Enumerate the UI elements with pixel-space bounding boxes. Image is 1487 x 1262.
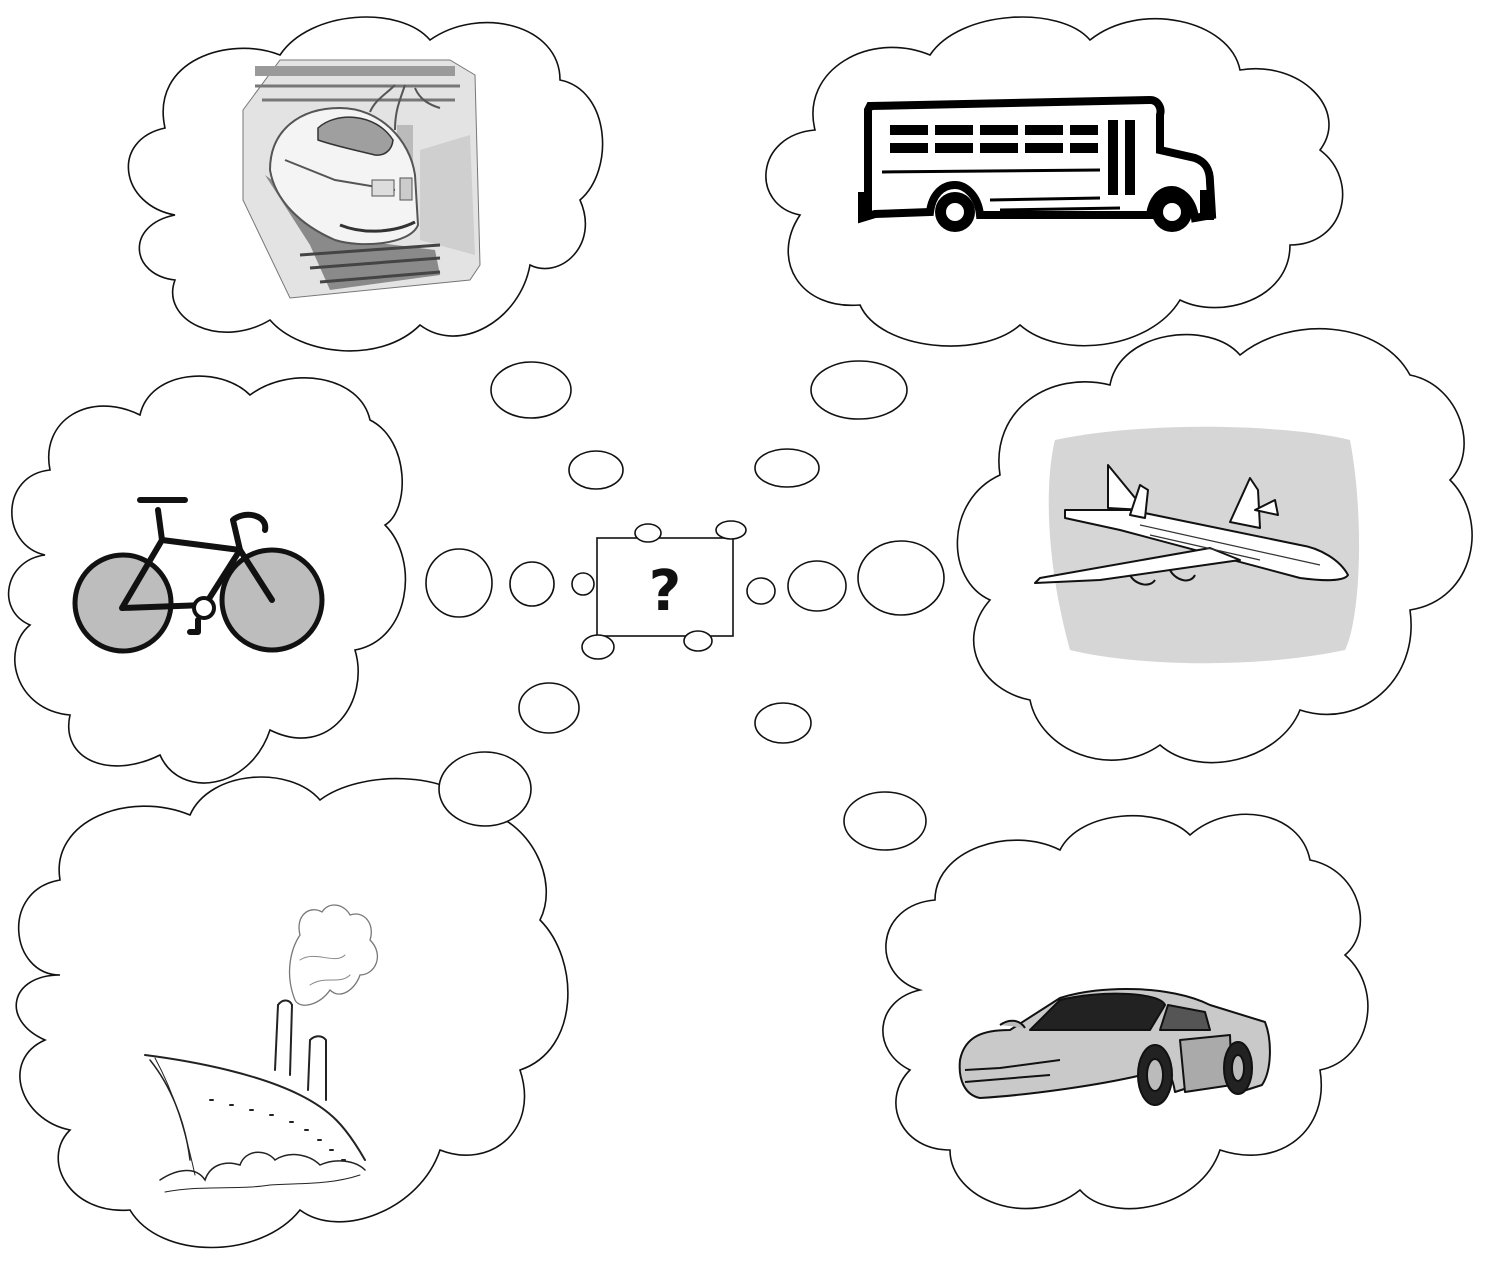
center-question-box: ? — [582, 521, 746, 659]
bubbles-to-airplane — [747, 541, 944, 615]
question-mark: ? — [649, 559, 681, 624]
cloud-bus — [766, 17, 1343, 346]
bubbles-to-bicycle — [426, 549, 594, 617]
bubbles-to-ship — [439, 683, 579, 826]
cloud-bicycle — [9, 376, 406, 783]
bubbles-to-bus — [755, 361, 907, 487]
train-icon — [243, 60, 480, 298]
bubbles-to-car — [755, 703, 926, 850]
airplane-icon — [1035, 427, 1359, 663]
bubbles-to-train — [491, 362, 623, 489]
